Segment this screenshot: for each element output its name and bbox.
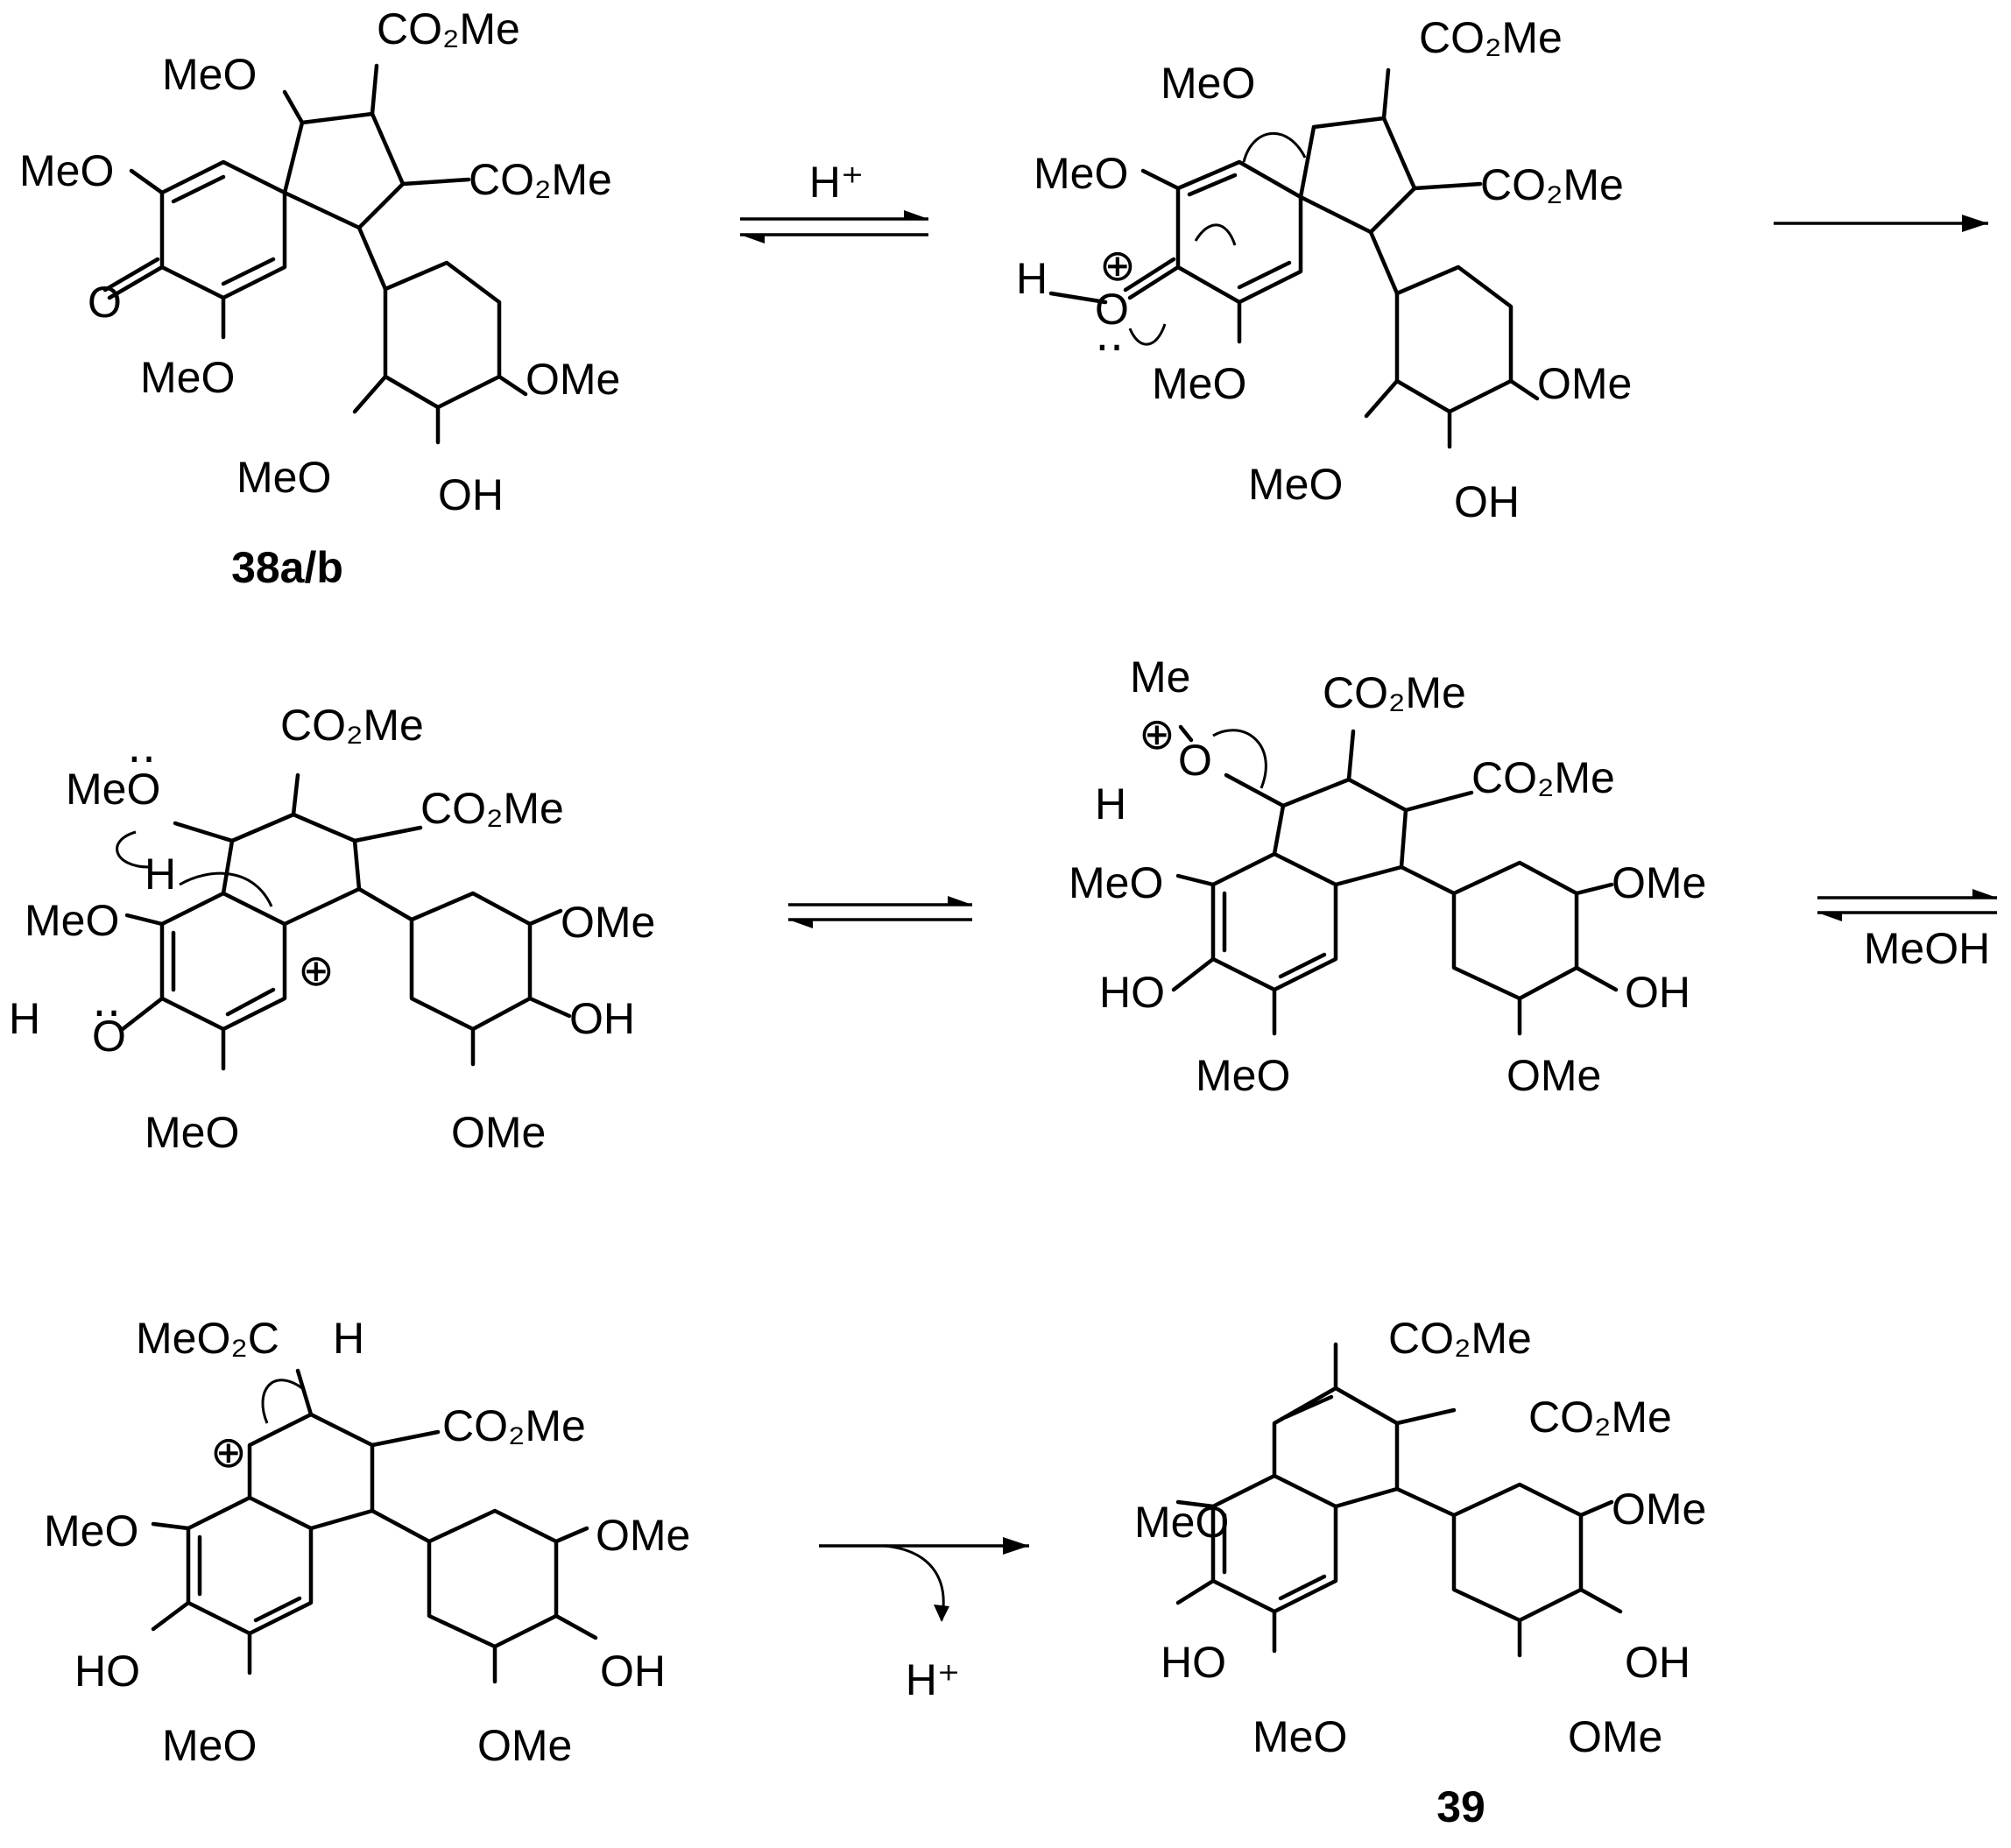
co2me-label: CO₂Me <box>469 155 612 204</box>
meo-label: MeO <box>162 1721 257 1770</box>
meo-label: MeO <box>1152 359 1246 408</box>
meo-label: MeO <box>1034 149 1128 198</box>
ome-label: OMe <box>1506 1051 1601 1100</box>
oh-label: OH <box>1625 1638 1690 1687</box>
co2me-label: CO₂Me <box>1323 668 1466 717</box>
ome-label: OMe <box>1568 1712 1662 1761</box>
ho-label: HO <box>1161 1638 1226 1687</box>
structure-39 <box>1175 1342 1623 1658</box>
curly-arrow <box>116 830 150 869</box>
meo-label: MeO <box>66 765 160 814</box>
meo-label: MeO <box>44 1506 138 1555</box>
meo-label: MeO <box>1248 460 1343 509</box>
co2me-label: CO₂Me <box>377 4 520 53</box>
meo-label: MeO <box>19 146 114 195</box>
meo2c-label: MeO₂C <box>136 1314 279 1363</box>
ome-label: OMe <box>1537 359 1632 408</box>
ho-label: HO <box>1099 968 1165 1017</box>
co2me-label: CO₂Me <box>1388 1314 1532 1363</box>
ome-label: OMe <box>561 898 655 947</box>
equilibrium-arrow <box>740 210 928 243</box>
meo-label: MeO <box>145 1108 239 1157</box>
oxonium-oxygen-label: O <box>1178 736 1212 785</box>
compound-label-39: 39 <box>1436 1782 1485 1831</box>
structure-tetralin-cation <box>151 1368 598 1684</box>
hydroxyl-oxygen-label: O <box>92 1012 126 1061</box>
co2me-label: CO₂Me <box>1528 1393 1672 1442</box>
oh-label: OH <box>438 470 504 519</box>
structure-oxonium-tetralin <box>1171 724 1619 1036</box>
oxonium-oxygen-label: O <box>1095 285 1129 334</box>
reaction-arrow <box>1774 215 1988 232</box>
co2me-label: CO₂Me <box>1471 753 1615 802</box>
hydrogen-label: H <box>333 1314 364 1363</box>
ome-label: OMe <box>596 1511 690 1560</box>
hydrogen-label: H <box>145 850 176 899</box>
ho-label: HO <box>74 1647 140 1696</box>
lone-pair-label: ‥ <box>127 723 156 772</box>
structure-cation-intermediate <box>120 772 572 1071</box>
proton-released-label: H⁺ <box>906 1655 961 1704</box>
meo-label: MeO <box>236 453 331 502</box>
equilibrium-arrow <box>1817 889 1997 921</box>
equilibrium-arrow <box>788 896 972 928</box>
lone-pair-label: ‥ <box>1095 311 1124 360</box>
oxonium-plus-label: ⊕ <box>1139 709 1175 758</box>
co2me-label: CO₂Me <box>1419 13 1563 62</box>
hydrogen-label: H <box>9 994 40 1043</box>
carbocation-plus-label: ⊕ <box>210 1428 247 1477</box>
reagent-methanol: MeOH <box>1864 924 1990 973</box>
oh-label: OH <box>600 1647 666 1696</box>
curly-arrow <box>1212 729 1267 789</box>
hydrogen-label: H <box>1016 254 1048 303</box>
lone-pair-label: ‥ <box>92 977 121 1026</box>
ketone-oxygen-label: O <box>88 278 122 327</box>
ome-label: OMe <box>1612 858 1706 907</box>
meo-label: MeO <box>1161 59 1255 108</box>
oh-label: OH <box>569 994 635 1043</box>
meo-label: MeO <box>162 50 257 99</box>
curly-arrow <box>179 871 273 907</box>
meo-label: MeO <box>1134 1498 1229 1547</box>
meo-label: MeO <box>140 353 235 402</box>
reagent-h-plus: H⁺ <box>809 158 864 207</box>
methyl-label: Me <box>1130 652 1190 702</box>
co2me-label: CO₂Me <box>1480 160 1624 209</box>
curly-arrow <box>1128 323 1167 346</box>
curly-arrow <box>261 1379 303 1424</box>
ome-label: OMe <box>1612 1485 1706 1534</box>
meo-label: MeO <box>1252 1712 1347 1761</box>
meo-label: MeO <box>1196 1051 1290 1100</box>
compound-label-38ab: 38a/b <box>231 543 343 592</box>
oh-label: OH <box>1454 477 1520 526</box>
structure-38ab <box>102 63 528 445</box>
structure-protonated-dienone <box>1048 67 1540 449</box>
hydrogen-label: H <box>1095 779 1126 829</box>
ome-label: OMe <box>477 1721 572 1770</box>
curly-arrow <box>1242 132 1307 163</box>
oh-label: OH <box>1625 968 1690 1017</box>
curly-arrow <box>1194 223 1237 246</box>
meo-label: MeO <box>25 896 119 945</box>
oxonium-plus-label: ⊕ <box>1099 241 1136 290</box>
co2me-label: CO₂Me <box>442 1401 586 1450</box>
carbocation-plus-label: ⊕ <box>298 946 335 995</box>
ome-label: OMe <box>451 1108 546 1157</box>
co2me-label: CO₂Me <box>420 784 564 833</box>
co2me-label: CO₂Me <box>280 701 424 750</box>
reaction-arrow <box>819 1537 1029 1622</box>
ome-label: OMe <box>526 355 620 404</box>
meo-label: MeO <box>1069 858 1163 907</box>
